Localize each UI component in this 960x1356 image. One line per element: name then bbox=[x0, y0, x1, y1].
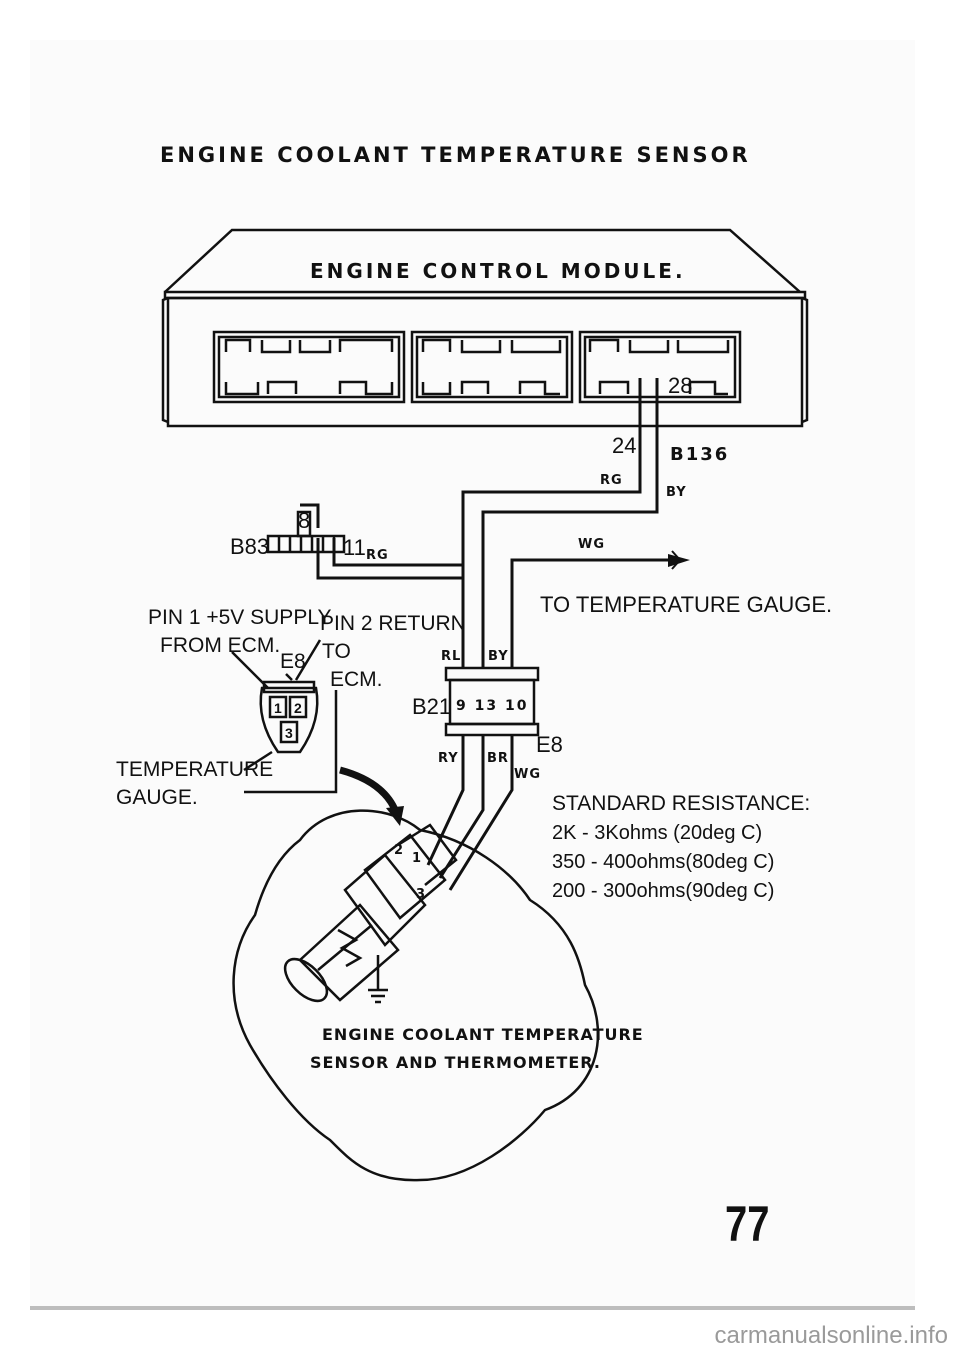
resistance-row-3: 200 - 300ohms(90deg C) bbox=[552, 880, 774, 902]
sensor-pin-2: 2 bbox=[394, 843, 403, 858]
ecm-label: ENGINE CONTROL MODULE. bbox=[310, 259, 686, 283]
wire-color-ry: RY bbox=[438, 751, 459, 766]
ecm-pin-24: 24 bbox=[612, 433, 636, 458]
wire-color-by-mid: BY bbox=[488, 649, 509, 664]
b21-pins: 9 13 10 bbox=[456, 698, 528, 714]
to-temperature-gauge-label: TO TEMPERATURE GAUGE. bbox=[540, 592, 832, 617]
e8-plug bbox=[231, 639, 322, 754]
sensor-cloud-outline bbox=[232, 809, 600, 1182]
connector-b83 bbox=[266, 510, 346, 554]
ecm-connector-1 bbox=[212, 330, 406, 404]
page-bottom-rule bbox=[30, 1306, 915, 1310]
pin2-line3: ECM. bbox=[330, 668, 383, 691]
gauge-leader bbox=[243, 690, 338, 794]
sensor-pin-3: 3 bbox=[416, 887, 425, 902]
e8-pin-1: 1 bbox=[274, 700, 282, 716]
b83-label: B83 bbox=[230, 534, 269, 559]
temperature-gauge-line1: TEMPERATURE bbox=[116, 758, 273, 781]
pin2-line2: TO bbox=[322, 640, 351, 663]
wire-arrow-to-gauge bbox=[668, 550, 690, 570]
connector-b21 bbox=[444, 666, 540, 737]
wire-color-wg-bottom: WG bbox=[514, 767, 541, 782]
pin1-line1: PIN 1 +5V SUPPLY bbox=[148, 606, 331, 629]
pointer-arrow-shaft bbox=[339, 766, 400, 814]
wiring-harness bbox=[300, 378, 670, 891]
watermark: carmanualsonline.info bbox=[714, 1322, 948, 1349]
connector-b136-label: B136 bbox=[670, 444, 729, 465]
ecm-connector-3 bbox=[578, 330, 742, 404]
diagram-title: ENGINE COOLANT TEMPERATURE SENSOR bbox=[160, 143, 751, 167]
temperature-gauge-line2: GAUGE. bbox=[116, 786, 198, 809]
wire-color-by-top: BY bbox=[666, 485, 687, 500]
ecm-pin-28: 28 bbox=[668, 373, 692, 398]
wire-color-rg-top: RG bbox=[600, 473, 623, 488]
pin2-line1: PIN 2 RETURN bbox=[320, 612, 466, 635]
wire-color-rg-b83: RG bbox=[366, 548, 389, 563]
b83-pin-11: 11 bbox=[343, 535, 366, 560]
e8-pin-3: 3 bbox=[285, 725, 293, 741]
ecm-housing bbox=[161, 228, 809, 428]
sensor-caption-line1: ENGINE COOLANT TEMPERATURE bbox=[322, 1025, 644, 1044]
e8-side-label: E8 bbox=[536, 732, 563, 757]
ecm-connector-2 bbox=[410, 330, 574, 404]
scanned-sheet bbox=[30, 40, 915, 1310]
resistance-row-2: 350 - 400ohms(80deg C) bbox=[552, 851, 774, 873]
e8-pin-2: 2 bbox=[294, 700, 302, 716]
coolant-temperature-sensor bbox=[283, 823, 458, 1004]
wire-color-rl: RL bbox=[441, 649, 461, 664]
sensor-caption-line2: SENSOR AND THERMOMETER. bbox=[310, 1053, 601, 1072]
b83-pin-8: 8 bbox=[298, 508, 310, 533]
wire-color-br: BR bbox=[487, 751, 509, 766]
resistance-row-1: 2K - 3Kohms (20deg C) bbox=[552, 822, 762, 844]
wire-color-wg-top: WG bbox=[578, 537, 605, 552]
sensor-pin-1: 1 bbox=[412, 851, 421, 866]
page-number: 77 bbox=[725, 1196, 770, 1252]
e8-top-label: E8 bbox=[280, 650, 306, 673]
b21-label: B21 bbox=[412, 694, 451, 719]
pin1-line2: FROM ECM. bbox=[160, 634, 280, 657]
resistance-heading: STANDARD RESISTANCE: bbox=[552, 792, 810, 815]
